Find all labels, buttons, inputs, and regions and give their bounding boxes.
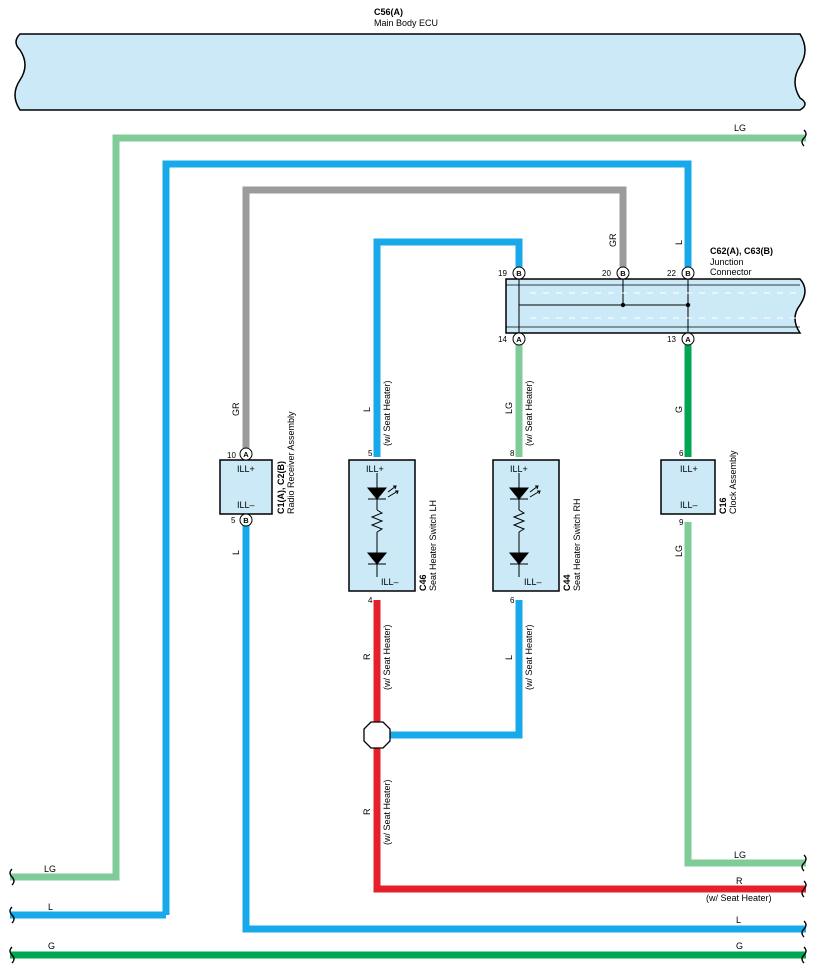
wire-lg-clock: [684, 522, 806, 867]
seat-heater-switch-rh: ILL+ ILL– 8 6 C44 Seat Heater Switch RH: [492, 449, 582, 605]
wire-gr: [242, 186, 627, 448]
label-w-seat-heater-bottom: (w/ Seat Heater): [706, 893, 772, 903]
ecu-code: C56(A): [374, 7, 403, 17]
label-lg-bottom-right: LG: [734, 850, 746, 860]
wire-end-marks: [9, 129, 807, 964]
junction-connector: C62(A), C63(B) Junction Connector: [505, 246, 806, 334]
rh-ill-minus: ILL–: [524, 577, 542, 587]
wires: [10, 134, 806, 959]
wire-lg-left: [10, 134, 806, 881]
splice-point: [363, 721, 391, 749]
pin-19: 19: [498, 269, 507, 278]
clock-pin-9: 9: [679, 518, 684, 527]
clock-ill-plus: ILL+: [680, 464, 698, 474]
clock-pin-6: 6: [679, 449, 684, 458]
label-r-bottom-right: R: [736, 876, 743, 886]
label-lg-rh: LG: [504, 402, 514, 414]
wire-labels: LG LG L G LG R (w/ Seat Heater) L G GR L…: [44, 123, 772, 951]
pin-13-letter: A: [685, 335, 691, 344]
label-l-lh: L: [362, 407, 372, 412]
pin-19-letter: B: [516, 269, 522, 278]
radio-ill-plus: ILL+: [237, 464, 255, 474]
radio-receiver-assembly: ILL+ ILL– 10 A 5 B C1(A), C2(B) Radio Re…: [219, 411, 296, 527]
label-wsh-lower: (w/ Seat Heater): [382, 779, 392, 845]
rh-name: Seat Heater Switch RH: [572, 498, 582, 591]
label-lg-clock: LG: [674, 545, 684, 557]
wire-l-lh: [373, 238, 523, 457]
label-wsh-lh-mid: (w/ Seat Heater): [382, 624, 392, 690]
clock-ill-minus: ILL–: [680, 500, 698, 510]
lh-name: Seat Heater Switch LH: [428, 500, 438, 591]
wire-r: [373, 600, 806, 893]
wire-l-junction: [162, 160, 692, 915]
pin-20-letter: B: [620, 269, 626, 278]
radio-pin-10-letter: A: [243, 450, 249, 459]
pin-22-letter: B: [685, 269, 691, 278]
pin-22: 22: [667, 269, 676, 278]
radio-code: C1(A), C2(B): [276, 461, 286, 514]
radio-name: Radio Receiver Assembly: [286, 411, 296, 514]
lh-code: C46: [418, 574, 428, 591]
junction-name-2: Connector: [710, 267, 752, 277]
rh-pin-8: 8: [510, 449, 515, 458]
label-gr-radio: GR: [231, 402, 241, 416]
pin-14: 14: [498, 335, 507, 344]
label-lg-bottom-left: LG: [44, 864, 56, 874]
lh-ill-minus: ILL–: [381, 577, 399, 587]
label-g-bottom-left: G: [48, 941, 55, 951]
label-l-rh: L: [504, 655, 514, 660]
seat-heater-switch-lh: ILL+ ILL– 5 4 C46 Seat Heater Switch LH: [348, 449, 438, 605]
ecu-name: Main Body ECU: [374, 18, 438, 28]
lh-ill-plus: ILL+: [366, 464, 384, 474]
label-g-bottom-right: G: [736, 941, 743, 951]
label-wsh-rh-mid: (w/ Seat Heater): [524, 624, 534, 690]
label-l-bottom-left: L: [48, 902, 53, 912]
main-body-ecu: C56(A) Main Body ECU: [14, 7, 806, 111]
radio-pin-5-letter: B: [243, 516, 249, 525]
lh-pin-5: 5: [368, 449, 373, 458]
junction-name-1: Junction: [710, 257, 744, 267]
radio-pin-5: 5: [231, 516, 236, 525]
lh-pin-4: 4: [368, 596, 373, 605]
rh-ill-plus: ILL+: [510, 464, 528, 474]
pin-20: 20: [602, 269, 611, 278]
radio-ill-minus: ILL–: [237, 500, 255, 510]
wire-l-radio: [242, 522, 806, 933]
label-lg-top: LG: [734, 123, 746, 133]
wire-l-rh-splice: [388, 600, 523, 739]
junction-code: C62(A), C63(B): [710, 246, 773, 256]
pin-14-letter: A: [516, 335, 522, 344]
label-wsh-rh-top: (w/ Seat Heater): [524, 380, 534, 446]
clock-name: Clock Assembly: [728, 450, 738, 514]
label-l-bottom-right: L: [736, 915, 741, 925]
label-g-clock: G: [674, 406, 684, 413]
pin-13: 13: [667, 335, 676, 344]
label-l-radio: L: [231, 550, 241, 555]
rh-pin-6: 6: [510, 596, 515, 605]
junction-pins: 19 B 20 B 22 B 14 A 13 A: [498, 266, 695, 346]
label-gr-top: GR: [608, 233, 618, 247]
radio-pin-10: 10: [227, 451, 236, 460]
label-r-lower: R: [362, 808, 372, 815]
clock-code: C16: [718, 497, 728, 514]
label-wsh-lh-top: (w/ Seat Heater): [382, 380, 392, 446]
label-l-top: L: [674, 240, 684, 245]
rh-code: C44: [562, 574, 572, 591]
clock-assembly: ILL+ ILL– 6 9 C16 Clock Assembly: [660, 449, 738, 527]
label-r-lh: R: [362, 653, 372, 660]
